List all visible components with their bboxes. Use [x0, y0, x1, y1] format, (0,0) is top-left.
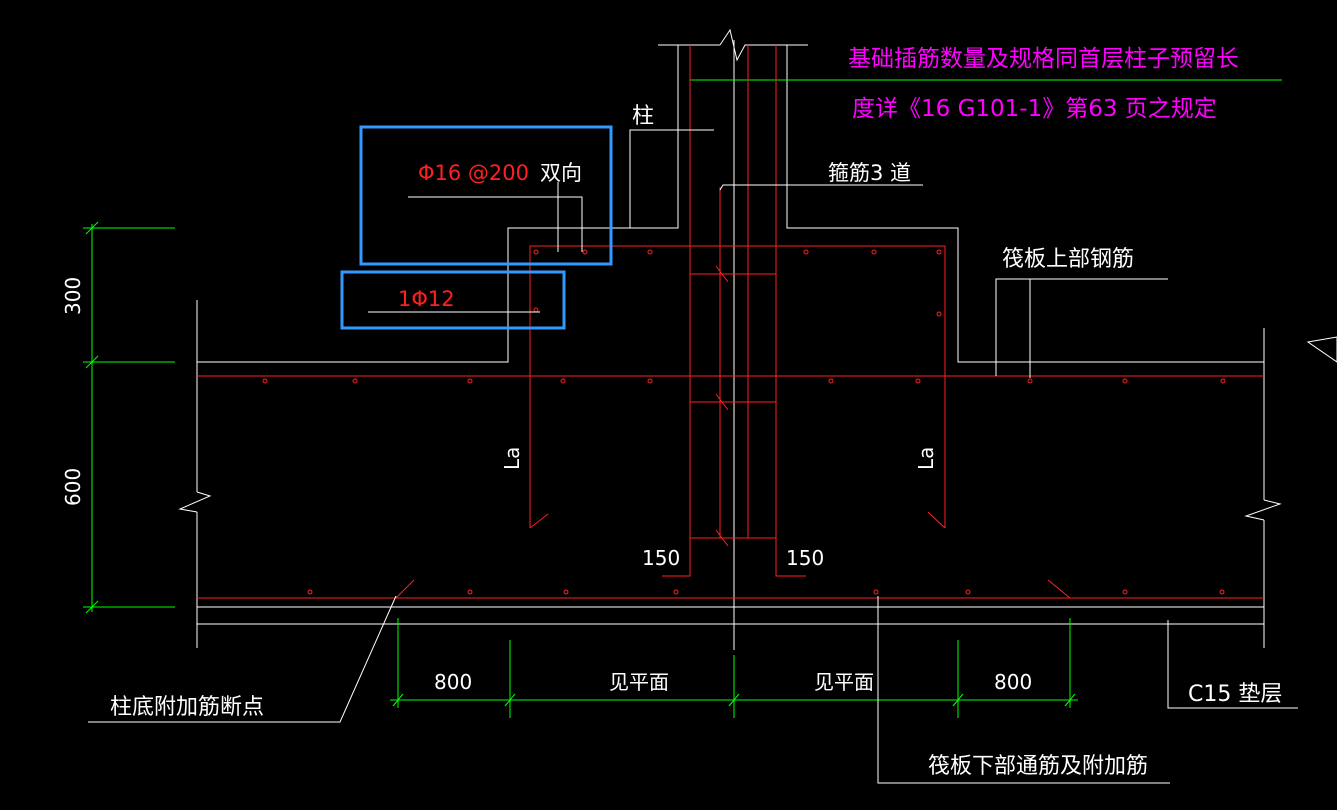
dim-vertical-600: 600	[61, 468, 85, 506]
note-line-1: 基础插筋数量及规格同首层柱子预留长	[848, 46, 1239, 72]
top-rebar-label: 筏板上部钢筋	[1002, 247, 1134, 272]
rebar-dot	[803, 249, 809, 255]
rebar-dot	[467, 589, 473, 595]
rebar-dot	[936, 311, 942, 317]
rebar-dot	[647, 249, 653, 255]
hook-left-label: 150	[642, 546, 680, 570]
rebar	[197, 45, 1264, 599]
rebar-dot	[871, 249, 877, 255]
highlight-box-mesh[interactable]	[359, 125, 613, 266]
rebar-dot	[828, 378, 834, 384]
rebar-dot	[560, 378, 566, 384]
stirrups-label: 箍筋3 道	[828, 161, 911, 185]
rebar-dot	[936, 249, 942, 255]
rebar-dot	[467, 378, 473, 384]
dim-left-800: 800	[434, 670, 472, 694]
rebar-dot	[873, 589, 879, 595]
dim-right-800: 800	[994, 670, 1032, 694]
rebar-dot	[647, 378, 653, 384]
rebar-dot	[582, 249, 588, 255]
dimension-lines	[83, 79, 1282, 718]
structure-outline	[178, 28, 1337, 650]
rebar-dot	[915, 378, 921, 384]
mesh-direction-label: 双向	[540, 161, 582, 185]
rebar-dot	[1027, 378, 1033, 384]
la-right-label: La	[914, 447, 938, 470]
leader-lines	[88, 129, 1298, 784]
note-line-2: 度详《16 G101-1》第63 页之规定	[852, 96, 1217, 122]
dim-mid-left: 见平面	[609, 670, 669, 694]
hook-right-label: 150	[786, 546, 824, 570]
cushion-label: C15 垫层	[1188, 682, 1282, 707]
mesh-spec-label: Φ16 @200	[418, 161, 529, 185]
la-left-label: La	[500, 447, 524, 470]
rebar-dots	[262, 249, 1226, 595]
cut-point-label: 柱底附加筋断点	[110, 695, 264, 720]
dim-mid-right: 见平面	[814, 670, 874, 694]
single-bar-label: 1Φ12	[398, 287, 455, 311]
rebar-dot	[1220, 378, 1226, 384]
bottom-rebar-label: 筏板下部通筋及附加筋	[928, 754, 1148, 779]
dim-vertical-300: 300	[61, 277, 85, 315]
rebar-dot	[673, 589, 679, 595]
column-label: 柱	[632, 104, 654, 129]
rebar-dot	[307, 589, 313, 595]
rebar-dot	[262, 378, 268, 384]
rebar-dot	[1122, 378, 1128, 384]
rebar-dot	[352, 378, 358, 384]
rebar-dot	[533, 249, 539, 255]
rebar-dot	[965, 589, 971, 595]
rebar-dot	[1219, 589, 1225, 595]
rebar-dot	[563, 589, 569, 595]
rebar-dot	[1122, 589, 1128, 595]
rebar-dot	[533, 307, 539, 313]
highlight-box-single-bar[interactable]	[340, 270, 566, 330]
